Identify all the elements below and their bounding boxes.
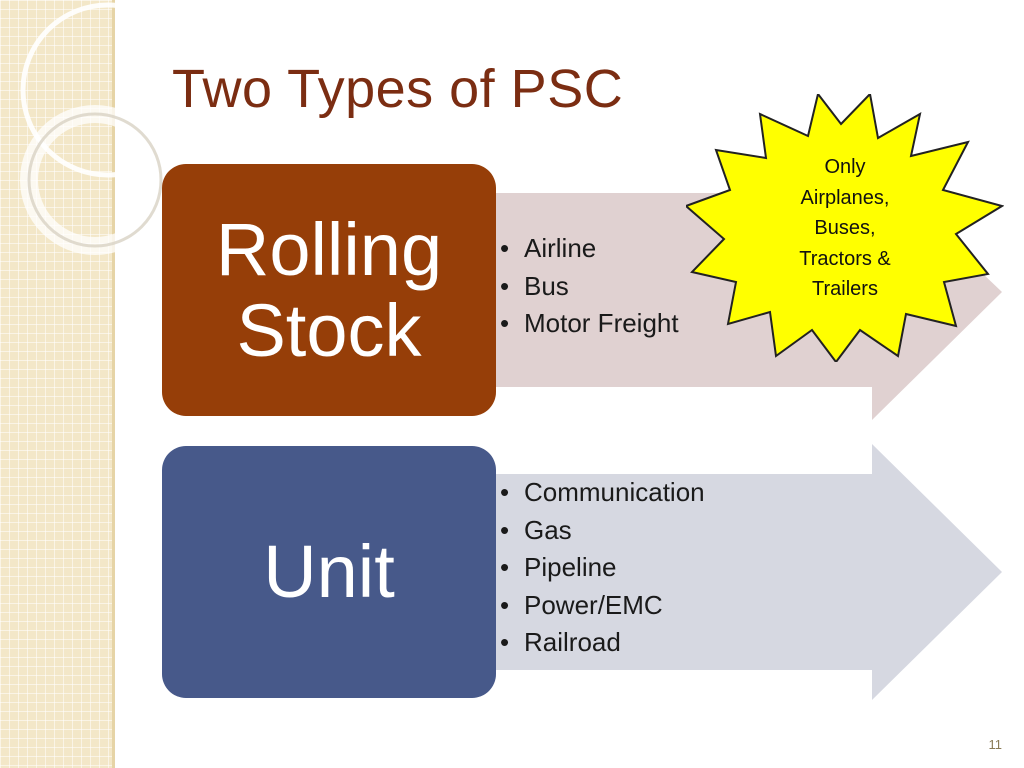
list-item: Airline [500,230,679,268]
starburst-callout-text: Only Airplanes, Buses, Tractors & Traile… [770,152,920,305]
list-item: Communication [500,474,705,512]
list-item: Power/EMC [500,587,705,625]
list-item: Gas [500,512,705,550]
decorative-rings [20,2,180,255]
side-band-edge [112,0,115,768]
list-item: Bus [500,268,679,306]
starburst-callout-shape [686,94,1004,362]
unit-box: Unit [162,446,496,698]
rolling-stock-box: Rolling Stock [162,164,496,416]
list-item: Motor Freight [500,305,679,343]
callout-line: Airplanes, [800,186,890,209]
rolling-stock-label-line2: Stock [236,289,422,372]
callout-line: Trailers [812,278,878,300]
unit-label: Unit [263,530,395,614]
callout-line: Only [824,156,866,178]
callout-line: Tractors & [799,247,891,270]
slide-title: Two Types of PSC [172,59,624,119]
slide-number: 11 [988,737,1003,752]
rolling-stock-label: Rolling Stock [215,207,443,372]
list-item: Pipeline [500,549,705,587]
callout-line: Buses, [814,217,876,239]
rolling-stock-label-line1: Rolling [215,207,443,291]
unit-list: Communication Gas Pipeline Power/EMC Rai… [500,474,705,662]
list-item: Railroad [500,624,705,662]
rolling-stock-list: Airline Bus Motor Freight [500,230,679,343]
